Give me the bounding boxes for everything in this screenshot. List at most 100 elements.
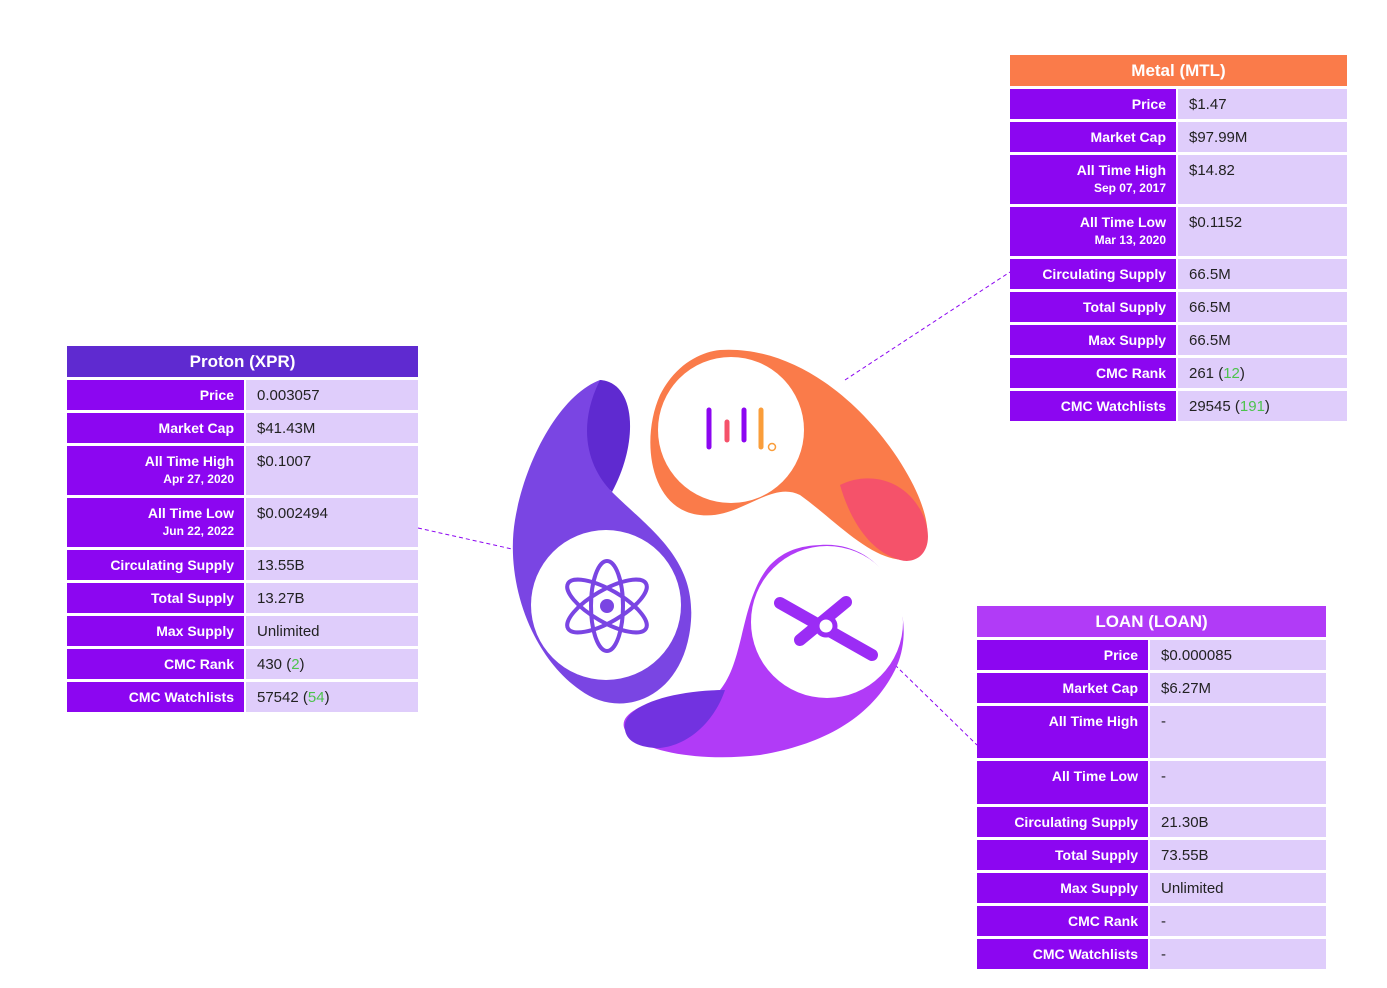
row-label: Max Supply (977, 873, 1148, 903)
row-value-text: Unlimited (257, 623, 320, 640)
row-label: Market Cap (1010, 122, 1176, 152)
row-label: CMC Rank (977, 906, 1148, 936)
row-value-text: 0.003057 (257, 387, 320, 404)
row-value-text: - (1161, 946, 1166, 963)
row-label-text: CMC Watchlists (1032, 946, 1138, 962)
row-value-text: $0.000085 (1161, 647, 1232, 664)
table-row: Market Cap $97.99M (1010, 122, 1347, 152)
row-label-text: Total Supply (1055, 847, 1138, 863)
row-label-text: All Time Low (1079, 214, 1166, 230)
rank-change: 2 (291, 656, 300, 673)
row-value: 73.55B (1150, 840, 1326, 870)
row-value-text: - (1161, 713, 1166, 730)
row-value: $14.82 (1178, 155, 1347, 204)
paren-open: ( (1214, 365, 1224, 382)
row-value-text: 13.27B (257, 590, 305, 607)
row-label-text: CMC Rank (163, 656, 234, 672)
table-row: Circulating Supply 21.30B (977, 807, 1326, 837)
row-value: 261 (12) (1178, 358, 1347, 388)
row-value: Unlimited (246, 616, 418, 646)
row-label: Price (67, 380, 244, 410)
row-value-text: $6.27M (1161, 680, 1212, 697)
row-value-text: 261 (1189, 365, 1215, 382)
table-row: Max Supply 66.5M (1010, 325, 1347, 355)
row-value: $0.1152 (1178, 207, 1347, 256)
row-label: Circulating Supply (977, 807, 1148, 837)
row-value: 29545 (191) (1178, 391, 1347, 421)
rank-change: 12 (1223, 365, 1240, 382)
row-value-text: $0.1007 (257, 453, 312, 470)
table-row: All Time Low- (977, 761, 1326, 804)
row-value-text: 21.30B (1161, 814, 1209, 831)
row-label-text: Max Supply (1088, 332, 1166, 348)
row-label-text: Price (199, 387, 234, 403)
metal-logo-icon (706, 407, 777, 452)
connector-proton (417, 527, 513, 550)
row-label-text: Circulating Supply (1042, 266, 1166, 282)
table-row: CMC Rank - (977, 906, 1326, 936)
row-value: 21.30B (1150, 807, 1326, 837)
proton-card-title: Proton (XPR) (67, 346, 418, 377)
row-value-text: - (1161, 768, 1166, 785)
row-value-text: - (1161, 913, 1166, 930)
row-label: Market Cap (67, 413, 244, 443)
row-label: CMC Rank (67, 649, 244, 679)
table-row: Market Cap$6.27M (977, 673, 1326, 703)
row-value-text: $41.43M (257, 420, 316, 437)
rank-change: 54 (307, 689, 325, 706)
row-value: 66.5M (1178, 325, 1347, 355)
row-label: Total Supply (977, 840, 1148, 870)
row-label-date: Jun 22, 2022 (162, 524, 234, 538)
row-label: All Time Low (977, 761, 1148, 804)
row-value-text: 66.5M (1189, 332, 1231, 349)
row-label-text: CMC Watchlists (1060, 398, 1166, 414)
row-value-text: $1.47 (1189, 96, 1227, 113)
row-value: $1.47 (1178, 89, 1347, 119)
row-label-text: CMC Rank (1067, 913, 1138, 929)
row-label-text: Market Cap (1090, 129, 1166, 145)
row-value-text: 66.5M (1189, 299, 1231, 316)
row-label: Circulating Supply (67, 550, 244, 580)
row-value: 13.27B (246, 583, 418, 613)
connector-metal (844, 271, 1011, 381)
row-value: $6.27M (1150, 673, 1326, 703)
row-value: Unlimited (1150, 873, 1326, 903)
rank-change: 191 (1239, 398, 1265, 415)
row-value-text: 73.55B (1161, 847, 1209, 864)
metal-swoosh (650, 349, 928, 561)
paren-open: ( (298, 689, 308, 706)
table-row: Market Cap $41.43M (67, 413, 418, 443)
row-label-text: Price (1131, 96, 1166, 112)
row-value: $97.99M (1178, 122, 1347, 152)
row-value-text: $14.82 (1189, 162, 1235, 179)
row-label-text: Max Supply (156, 623, 234, 639)
paren-close: ) (324, 689, 330, 706)
row-value-text: 57542 (257, 689, 299, 706)
table-row: Max Supply Unlimited (67, 616, 418, 646)
row-label-text: Market Cap (158, 420, 234, 436)
row-value: 66.5M (1178, 259, 1347, 289)
row-label-date: Mar 13, 2020 (1094, 233, 1166, 247)
paren-close: ) (1264, 398, 1270, 415)
row-value-text: $0.002494 (257, 505, 328, 522)
row-label-text: Circulating Supply (110, 557, 234, 573)
paren-close: ) (1239, 365, 1245, 382)
row-label: CMC Watchlists (67, 682, 244, 712)
loan-logo-icon (774, 596, 878, 661)
table-row: Price 0.003057 (67, 380, 418, 410)
